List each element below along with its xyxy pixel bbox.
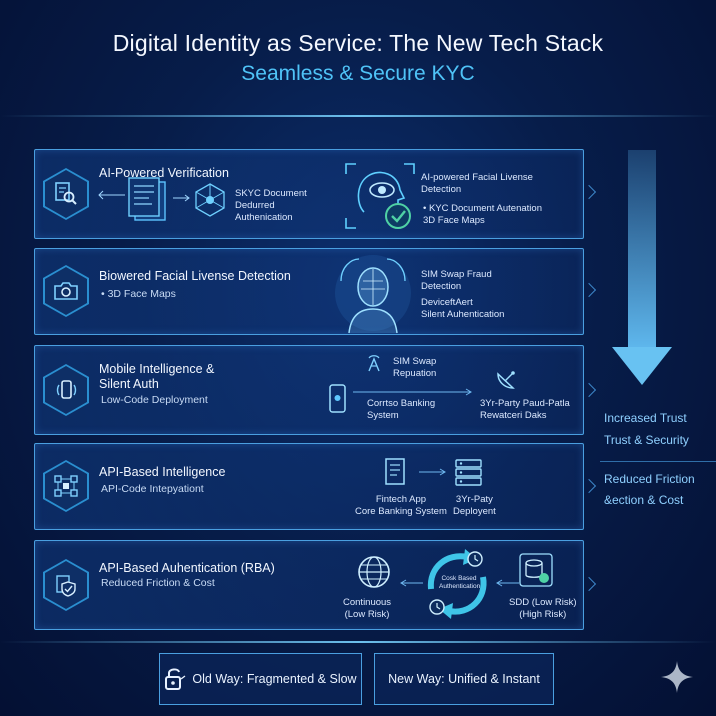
divider-glow-top [0,115,716,117]
neural-network-icon [195,183,225,217]
document-stack-icon [128,177,166,221]
biometric-head-icon [335,255,411,334]
new-way-box: New Way: Unified & Instant [374,653,554,705]
row-api-authentication: API-Based Auhentication (RBA) Reduced Fr… [34,540,584,630]
row-icon-frame [43,265,89,317]
side-divider [600,461,716,462]
camera-icon [54,282,78,300]
satellite-dish-icon [497,371,515,389]
row-title: Mobile Intelligence & Silent Auth [99,362,215,391]
divider-glow-bottom [0,641,716,643]
arrow-left-icon [400,579,423,587]
row-left-label: Continuous (Low Risk) [343,597,392,620]
row-left-label: Corrtso Banking System [367,398,436,421]
side-label-trust: Increased Trust [604,411,687,425]
row-right-bullets: • KYC Document Autenation 3D Face Maps [423,203,542,226]
row-right-label: 3Yr-Paty Deployent [453,494,496,517]
row-mobile-intelligence: Mobile Intelligence & Silent Auth Low-Co… [34,345,584,435]
row-facial-liveness: Biowered Facial Livense Detection • 3D F… [34,248,584,335]
old-way-box: Old Way: Fragmented & Slow [159,653,362,705]
row-left-label: Fintech App Core Banking System [355,494,447,517]
antenna-tower-icon [368,355,380,372]
row-title: Biowered Facial Livense Detection [99,269,291,283]
chevron-right-icon [581,184,597,200]
row-middle-text: SKYC Document Dedurred Authenication [235,188,307,223]
arrow-right-icon [173,194,190,202]
row-subtitle: • 3D Face Maps [101,288,176,300]
arrow-left-icon [496,579,519,587]
broken-lock-icon [165,668,186,690]
new-way-label: New Way: Unified & Instant [388,672,540,686]
row-icon-frame [43,559,89,611]
globe-icon [358,556,390,588]
row-right-title: AI-powered Facial Livense Detection [421,172,533,195]
network-nodes-icon [54,475,78,497]
chevron-right-icon [581,478,597,494]
chevron-right-icon [581,576,597,592]
row-right-label: SDD (Low Risk) (High Risk) [509,597,577,620]
document-code-icon [385,458,405,485]
row-title: API-Based Auhentication (RBA) [99,561,275,575]
row-icon-frame [43,364,89,416]
page-subtitle: Seamless & Secure KYC [241,62,475,85]
row-subtitle: Reduced Friction & Cost [101,577,215,589]
down-arrow-icon [612,347,672,385]
chevron-right-icon [581,382,597,398]
sparkle-icon [661,661,693,693]
side-label-security: Trust & Security [604,433,689,447]
arrow-right-icon [419,468,446,476]
row-icon-frame [43,168,89,220]
chevron-right-icon [581,282,597,298]
row-top-label: SIM Swap Repuation [393,356,437,379]
face-scan-check-icon [345,163,415,229]
cycle-arrows-icon [427,549,487,619]
row-right-text: SIM Swap Fraud Detection DeviceftAert Si… [421,269,505,320]
row-subtitle: API-Code Intepyationt [101,483,204,495]
row-ai-verification: AI-Powered Verification SKYC Document De… [34,149,584,239]
phone-signal-icon [56,380,77,399]
smartphone-icon [329,384,346,413]
side-label-friction: Reduced Friction [604,472,695,486]
document-search-icon [55,182,77,205]
database-check-icon [519,553,553,587]
shield-check-icon [56,575,76,597]
row-icon-frame [43,460,89,512]
page-title: Digital Identity as Service: The New Tec… [112,30,604,56]
row-center-label: Cosk Based Authentication [439,575,481,590]
side-label-cost: &ection & Cost [604,493,684,507]
arrow-left-icon [98,190,125,200]
row-subtitle: Low-Code Deployment [101,394,208,406]
row-title: API-Based Intelligence [99,465,226,479]
row-title: AI-Powered Verification [99,166,229,180]
server-stack-icon [455,459,482,486]
arrow-right-icon [353,388,472,396]
old-way-label: Old Way: Fragmented & Slow [192,672,357,686]
down-arrow-shaft [628,150,656,350]
row-right-label: 3Yr-Party Paud-Patla Rewatceri Daks [480,398,570,421]
row-api-intelligence: API-Based Intelligence API-Code Intepyat… [34,443,584,530]
